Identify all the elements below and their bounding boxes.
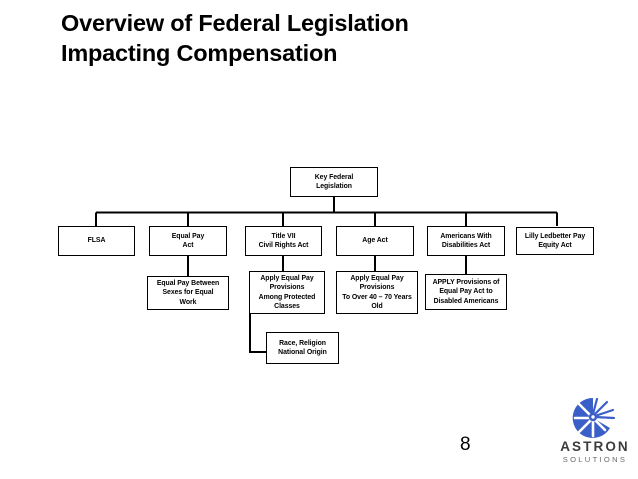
node-label: Race, Religion National Origin (278, 339, 327, 356)
node-apply-to-disabled-americans[interactable]: APPLY Provisions of Equal Pay Act to Dis… (425, 274, 507, 310)
node-label: Apply Equal Pay Provisions To Over 40 – … (342, 275, 412, 310)
node-label: FLSA (87, 237, 106, 245)
node-key-federal-legislation[interactable]: Key Federal Legislation (290, 167, 378, 197)
astron-solutions-logo: ASTRON SOLUTIONS (555, 396, 635, 474)
node-race-religion-national-origin[interactable]: Race, Religion National Origin (266, 332, 339, 364)
node-label: Title VII Civil Rights Act (258, 232, 309, 249)
node-equal-pay-act[interactable]: Equal Pay Act (149, 226, 227, 256)
node-age-act[interactable]: Age Act (336, 226, 414, 256)
node-lilly-ledbetter-pay-equity-act[interactable]: Lilly Ledbetter Pay Equity Act (516, 227, 594, 255)
node-equal-pay-between-sexes[interactable]: Equal Pay Between Sexes for Equal Work (147, 276, 229, 310)
logo-tagline: SOLUTIONS (562, 455, 628, 465)
node-apply-over-40-to-70[interactable]: Apply Equal Pay Provisions To Over 40 – … (336, 271, 418, 314)
node-label: APPLY Provisions of Equal Pay Act to Dis… (432, 279, 500, 305)
page-number: 8 (460, 434, 471, 455)
node-title-vii-civil-rights-act[interactable]: Title VII Civil Rights Act (245, 226, 322, 256)
node-label: Lilly Ledbetter Pay Equity Act (524, 232, 586, 249)
node-label: Equal Pay Between Sexes for Equal Work (156, 280, 220, 306)
node-label: Key Federal Legislation (314, 173, 354, 190)
node-label: Equal Pay Act (171, 232, 205, 249)
page-title: Overview of Federal Legislation Impactin… (61, 10, 409, 67)
logo-wordmark: ASTRON SOLUTIONS (555, 439, 635, 466)
connector-protected-classes-to-race-religion (249, 314, 267, 353)
logo-name: ASTRON (560, 439, 630, 454)
astron-starburst-mark (572, 397, 616, 438)
node-label: Age Act (362, 237, 388, 245)
node-apply-among-protected-classes[interactable]: Apply Equal Pay Provisions Among Protect… (249, 271, 325, 314)
node-label: Americans With Disabilities Act (440, 232, 492, 249)
node-americans-with-disabilities-act[interactable]: Americans With Disabilities Act (427, 226, 505, 256)
node-flsa[interactable]: FLSA (58, 226, 135, 256)
node-label: Apply Equal Pay Provisions Among Protect… (258, 275, 316, 310)
